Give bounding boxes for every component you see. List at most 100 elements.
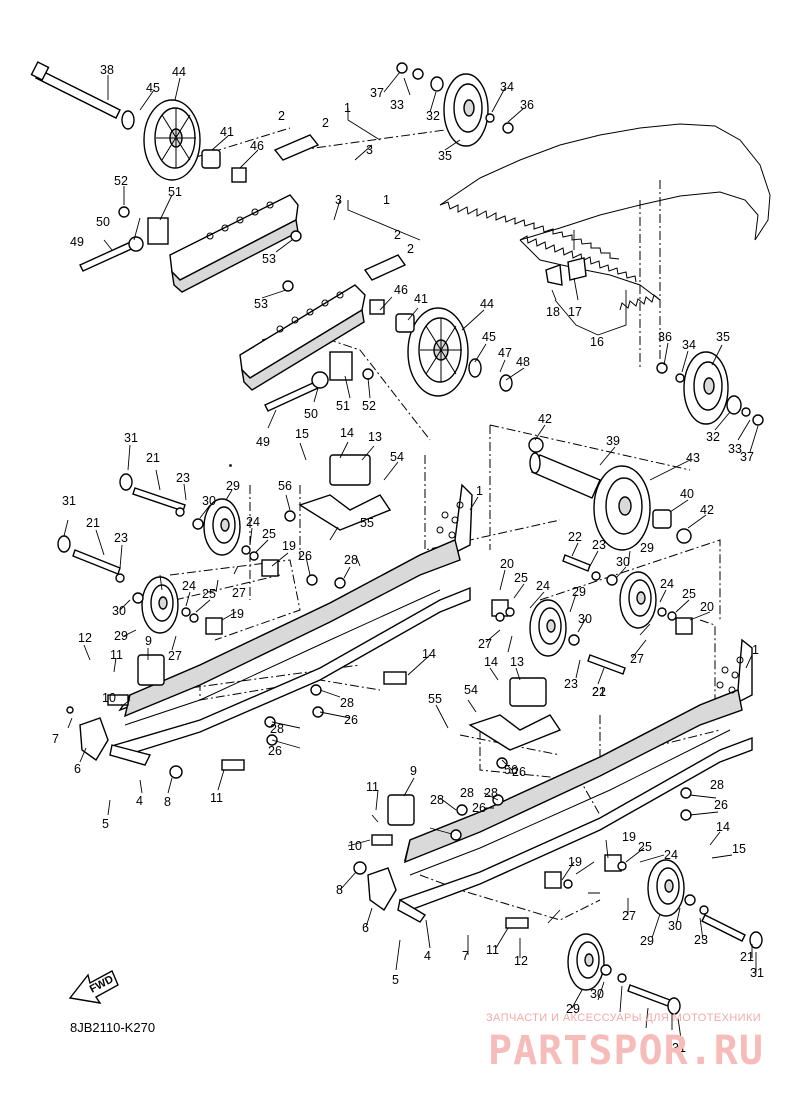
callout: 4: [424, 949, 431, 963]
callout: 35: [716, 330, 730, 344]
callout: 19: [568, 855, 582, 869]
callout: 1: [476, 484, 483, 498]
callout: 16: [590, 335, 604, 349]
callout: 38: [100, 63, 114, 77]
callout: 23: [694, 933, 708, 947]
callout: 45: [146, 81, 160, 95]
idler-wheel-35-right: [683, 351, 729, 425]
callout: 17: [568, 305, 582, 319]
leader-lines: [63, 71, 759, 1047]
callout: 27: [478, 637, 492, 651]
callout: 11: [210, 791, 223, 805]
callout: 1: [752, 643, 759, 657]
callout: 23: [114, 531, 128, 545]
callout: 12: [78, 631, 92, 645]
callout: 2: [407, 242, 414, 256]
callout: 7: [462, 949, 469, 963]
callout: 14: [422, 647, 436, 661]
callout: 26: [714, 798, 728, 812]
callout: 21: [740, 950, 754, 964]
washers-nuts: [66, 62, 764, 983]
callout: 5: [102, 817, 109, 831]
callout: 39: [606, 434, 620, 448]
callout: 8: [336, 883, 343, 897]
callout: 26: [344, 713, 358, 727]
callout: 29: [640, 934, 654, 948]
callout: 19: [622, 830, 636, 844]
callout: 47: [498, 346, 512, 360]
callout: 53: [254, 297, 268, 311]
idler-wheel-29-b: [141, 576, 179, 634]
watermark: ЗАПЧАСТИ И АКСЕССУАРЫ ДЛЯ МОТОТЕХНИКИ PA…: [486, 1012, 764, 1074]
callout: 28: [270, 722, 284, 736]
callout: 1: [344, 101, 351, 115]
callout: 23: [564, 677, 578, 691]
callout: 12: [514, 954, 528, 968]
callout: 29: [572, 585, 586, 599]
callout: 31: [750, 966, 764, 980]
callout: 41: [220, 125, 234, 139]
callout: 2: [322, 116, 329, 130]
callout: 22: [568, 530, 582, 544]
callout: 27: [232, 586, 246, 600]
callout: 26: [268, 744, 282, 758]
callout: 29: [640, 541, 654, 555]
callout: 28: [344, 553, 358, 567]
idler-wheel-29-a: [203, 498, 241, 556]
slide-rail-right: [399, 638, 753, 913]
callout: 23: [176, 471, 190, 485]
callout: 9: [145, 634, 152, 648]
watermark-tagline: ЗАПЧАСТИ И АКСЕССУАРЫ ДЛЯ МОТОТЕХНИКИ: [486, 1012, 761, 1024]
callout: 7: [52, 732, 59, 746]
callout: 30: [590, 987, 604, 1001]
callout: 22: [592, 685, 606, 699]
callout: 50: [304, 407, 318, 421]
callout: 50: [96, 215, 110, 229]
callout: 30: [668, 919, 682, 933]
callout: 14: [484, 655, 498, 669]
callout: 55: [428, 692, 442, 706]
callout: 42: [700, 503, 714, 517]
callout: 11: [486, 943, 499, 957]
callout: 20: [700, 600, 714, 614]
callout: 1: [383, 193, 390, 207]
callout: 37: [740, 450, 754, 464]
callout: 13: [510, 655, 524, 669]
callout-labels: 1 1 1 1 2 2 2 2 3 3 4 4 5 5 6 6 7 7 8 8 …: [52, 63, 764, 1055]
callout: 46: [250, 139, 264, 153]
callout: 21: [592, 685, 606, 699]
callout: 3: [335, 193, 342, 207]
callout: 2: [394, 228, 401, 242]
callout: 25: [638, 840, 652, 854]
upper-bracket-2: [239, 254, 407, 391]
callout: 19: [282, 539, 296, 553]
callout: 3: [366, 143, 373, 157]
callout: 24: [660, 577, 674, 591]
callout: 26: [472, 801, 486, 815]
callout: 25: [202, 587, 216, 601]
watermark-brand: PARTSPOR.RU: [488, 1028, 764, 1074]
callout: 11: [366, 780, 379, 794]
callout: 44: [480, 297, 494, 311]
callout: 26: [512, 765, 526, 779]
callout: 32: [706, 430, 720, 444]
callout: 31: [672, 1041, 686, 1055]
callout: 43: [686, 451, 700, 465]
callout: 19: [230, 607, 244, 621]
callout: 49: [256, 435, 270, 449]
callout: 41: [414, 292, 428, 306]
diagram-code: 8JB2110-K270: [70, 1020, 155, 1035]
callout: 31: [124, 431, 138, 445]
callout: 25: [262, 527, 276, 541]
callout: 51: [168, 185, 182, 199]
callout: 30: [616, 555, 630, 569]
callout: 54: [390, 450, 404, 464]
callout: 37: [370, 86, 384, 100]
callout: 20: [500, 557, 514, 571]
forward-arrow-icon: FWD: [68, 970, 119, 1004]
idler-wheel-29-e: [647, 859, 685, 917]
callout: 23: [592, 538, 606, 552]
callout: 18: [546, 305, 560, 319]
callout: 56: [278, 479, 292, 493]
callout: 6: [74, 762, 81, 776]
